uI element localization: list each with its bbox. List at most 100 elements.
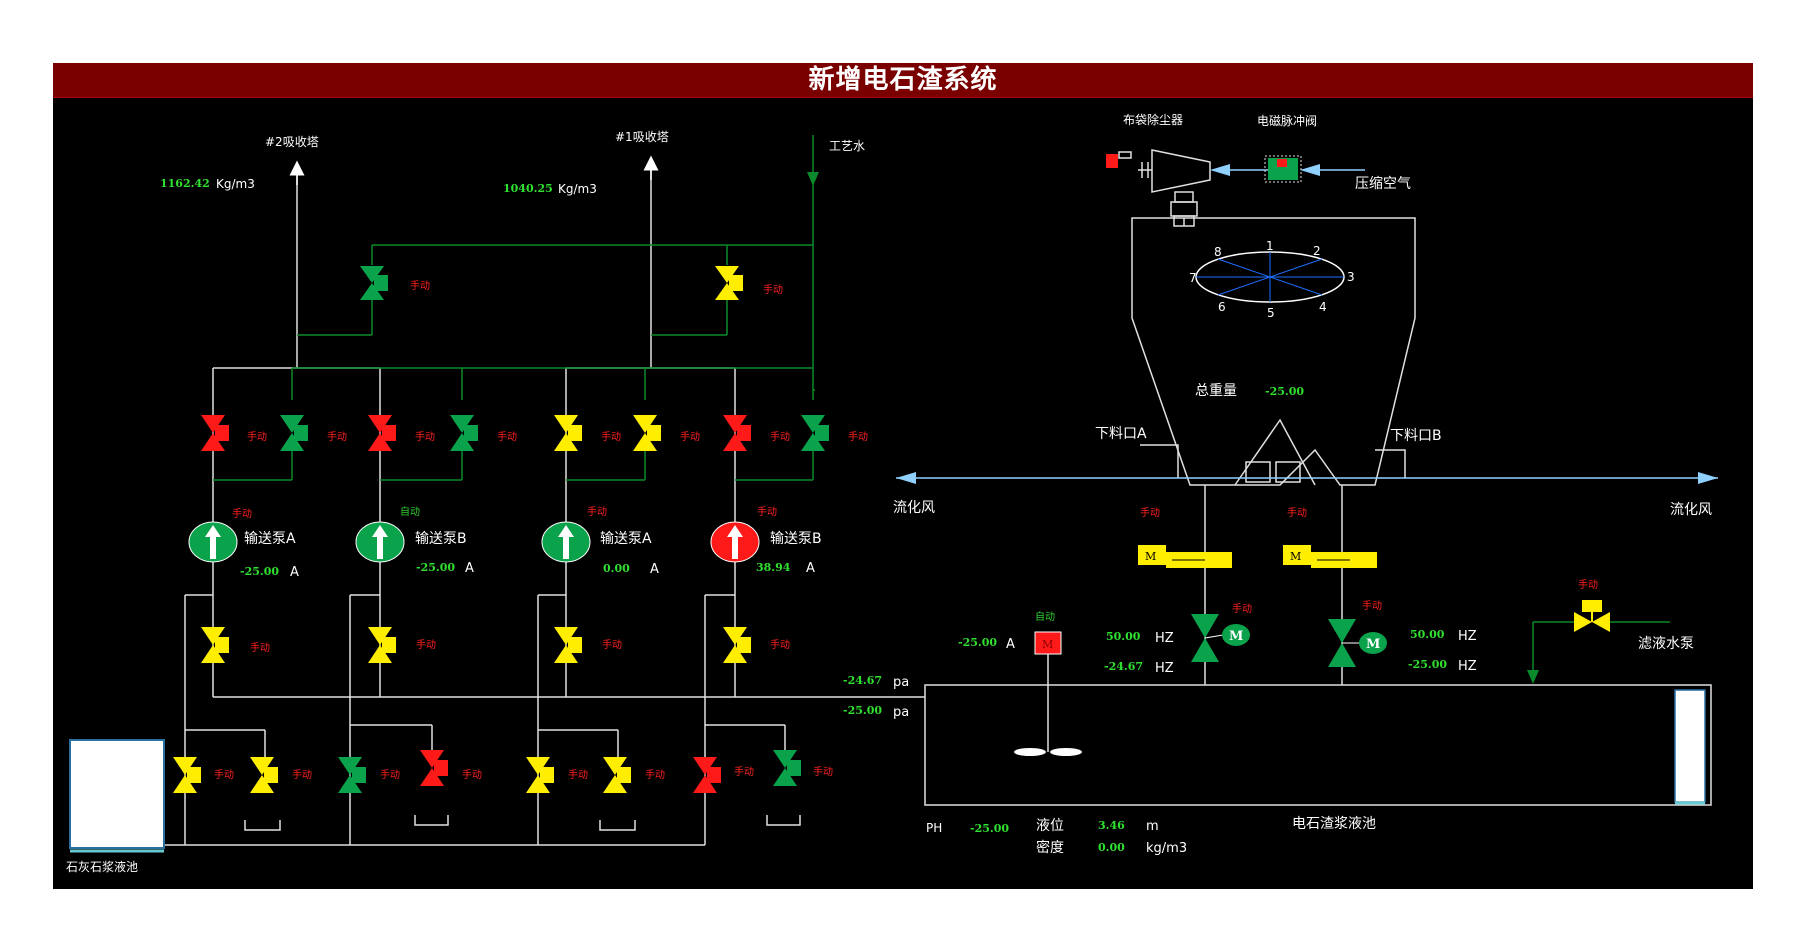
pressure2-value: -25.00 [843, 704, 882, 717]
left-air-arrow-icon [896, 472, 916, 484]
motor-valve-b[interactable]: M [1328, 619, 1387, 667]
mode-label: 手动 [763, 283, 783, 296]
mode-label: 手动 [680, 430, 700, 443]
pump-current: -25.00 [416, 561, 455, 574]
valve-discharge-1[interactable] [201, 627, 229, 663]
pump-name: 输送泵B [770, 531, 822, 547]
mode-label: 手动 [214, 768, 234, 781]
valve-6[interactable] [633, 415, 661, 451]
limestone-pool-label: 石灰石浆液池 [66, 859, 138, 874]
compressed-air-arrow-icon [1300, 164, 1320, 176]
pump-current: 38.94 [756, 561, 791, 574]
tower1-density-value: 1040.25 [503, 182, 553, 195]
discharge-valves: 手动 手动 手动 手动 [201, 627, 790, 663]
mode-label: 手动 [770, 430, 790, 443]
pump-current: 0.00 [603, 562, 630, 575]
valve-lower-5[interactable] [526, 757, 554, 793]
tower1-label: #1吸收塔 [615, 130, 669, 144]
motor-letter: M [1145, 550, 1156, 563]
freq2-b-value: -25.00 [1408, 658, 1447, 671]
valve-lower-1[interactable] [173, 757, 201, 793]
fluid-air-line [896, 164, 1718, 484]
mode-label: 手动 [602, 638, 622, 651]
mode-label: 手动 [415, 430, 435, 443]
title-bar: 新增电石渣系统 [53, 63, 1753, 98]
right-air-arrow-icon [1698, 472, 1718, 484]
valve-5[interactable] [554, 415, 582, 451]
dial-numbers: 1 2 3 4 5 6 7 8 [1189, 239, 1355, 320]
lower-valves: 手动 手动 手动 手动 手动 手动 手动 手动 [173, 750, 833, 793]
limestone-pool[interactable] [69, 739, 165, 853]
feeder-a[interactable]: M [1138, 545, 1232, 568]
valve-discharge-4[interactable] [723, 627, 751, 663]
dial-number: 7 [1189, 271, 1197, 285]
density-value: 0.00 [1098, 841, 1125, 854]
valve-discharge-2[interactable] [368, 627, 396, 663]
density-label: 密度 [1036, 839, 1064, 856]
valve-1[interactable] [201, 415, 229, 451]
valve-2[interactable] [280, 415, 308, 451]
valve-lower-6[interactable] [603, 757, 631, 793]
filtrate-arrow-icon [1527, 670, 1539, 684]
valve-lower-8[interactable] [773, 750, 801, 786]
filtrate-pipe [1532, 621, 1670, 672]
motor-valve-a[interactable]: M [1191, 614, 1250, 662]
unit-a: A [650, 562, 659, 577]
freq1-a-value: 50.00 [1106, 630, 1141, 643]
unit-m: m [1146, 819, 1159, 834]
valve-lower-2[interactable] [250, 757, 278, 793]
valve-3[interactable] [368, 415, 396, 451]
unit-hz: HZ [1155, 631, 1174, 646]
mode-label: 手动 [462, 768, 482, 781]
pump-mode: 自动 [400, 505, 420, 518]
mode-label: 手动 [734, 765, 754, 778]
filtrate-pump-label: 滤液水泵 [1638, 636, 1694, 652]
valve-discharge-3[interactable] [554, 627, 582, 663]
ph-label: PH [926, 821, 942, 835]
pulse-valve[interactable] [1264, 155, 1302, 183]
bag-filter-label: 布袋除尘器 [1123, 112, 1183, 127]
pump-mode: 手动 [587, 505, 607, 518]
freq2-a-value: 50.00 [1410, 628, 1445, 641]
valve-8[interactable] [801, 415, 829, 451]
total-weight-value: -25.00 [1265, 385, 1304, 398]
valve-top-left[interactable] [360, 266, 388, 300]
unit-hz: HZ [1458, 629, 1477, 644]
mode-label: 手动 [1362, 599, 1382, 612]
pump-1[interactable] [188, 521, 238, 563]
mode-label: 手动 [416, 638, 436, 651]
filter-air-arrow-icon [1210, 164, 1230, 176]
valve-7[interactable] [723, 415, 751, 451]
mode-label: 手动 [601, 430, 621, 443]
level-value: 3.46 [1098, 819, 1125, 832]
pump-4[interactable] [710, 521, 760, 563]
motor-letter: M [1229, 629, 1243, 644]
slurry-pool[interactable] [924, 684, 1712, 806]
dial-number: 5 [1267, 306, 1275, 320]
mode-label: 手动 [380, 768, 400, 781]
pump-mode: 手动 [232, 507, 252, 520]
left-pipe-network [165, 165, 925, 846]
pump-labels: 手动 自动 手动 手动 输送泵A 输送泵B 输送泵A 输送泵B -25.00 A… [232, 505, 822, 580]
unit-hz: HZ [1458, 659, 1477, 674]
mode-label: 手动 [250, 641, 270, 654]
unit-kgm3: kg/m3 [1146, 841, 1187, 856]
feeder-b[interactable]: M [1283, 545, 1377, 568]
filter-status-icon[interactable] [1106, 154, 1118, 168]
pump-2[interactable] [355, 521, 405, 563]
process-water-arrow-icon [807, 172, 819, 186]
mode-label: 手动 [770, 638, 790, 651]
process-water-pipe [213, 135, 815, 481]
filtrate-pump-valve[interactable] [1574, 600, 1610, 632]
unit-pa: pa [893, 705, 909, 720]
valve-top-right[interactable] [715, 266, 743, 300]
process-water-label: 工艺水 [829, 139, 865, 153]
valve-lower-4[interactable] [420, 750, 448, 786]
pump-3[interactable] [541, 521, 591, 563]
agitator[interactable]: M [1014, 631, 1082, 756]
valve-4[interactable] [450, 415, 478, 451]
page-title: 新增电石渣系统 [808, 65, 998, 95]
valve-lower-3[interactable] [338, 757, 366, 793]
valve-lower-7[interactable] [693, 757, 721, 793]
pump-name: 输送泵A [244, 531, 296, 547]
